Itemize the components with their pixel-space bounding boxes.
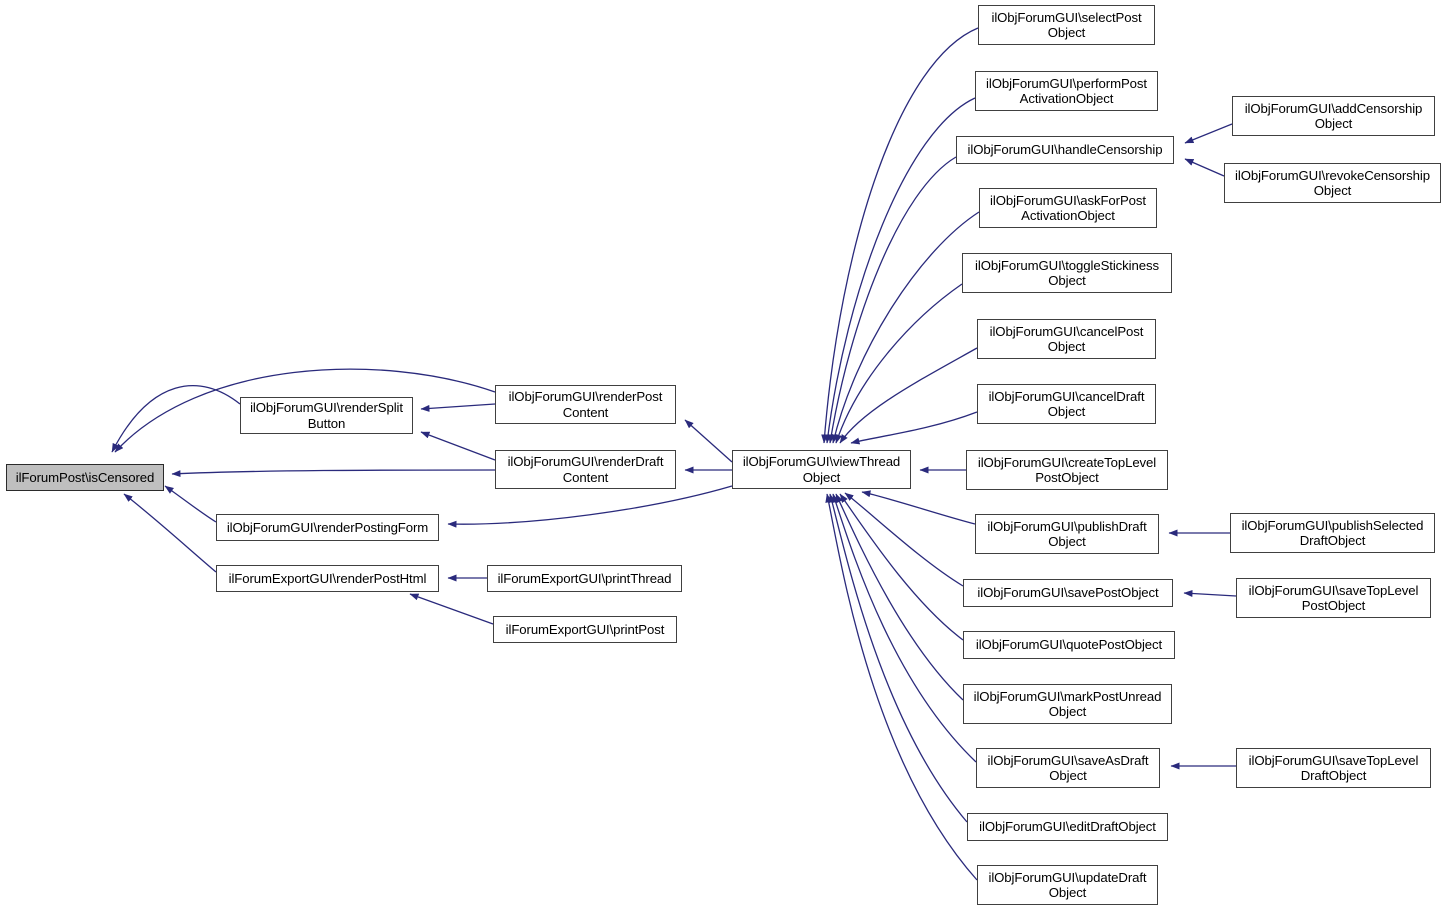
edge-editDraftObject-to-viewThreadObject — [828, 493, 968, 823]
node-viewThreadObject[interactable]: ilObjForumGUI\viewThread Object — [732, 450, 911, 489]
edge-savePostObject-to-viewThreadObject — [844, 492, 964, 587]
edge-viewThreadObject-to-renderPostingForm — [447, 485, 733, 528]
edge-cancelDraftObject-to-viewThreadObject — [850, 411, 978, 445]
node-label: ilObjForumGUI\publishSelected DraftObjec… — [1241, 517, 1424, 549]
node-publishSelectedDraft[interactable]: ilObjForumGUI\publishSelected DraftObjec… — [1230, 513, 1435, 553]
node-askForPostActivation[interactable]: ilObjForumGUI\askForPost ActivationObjec… — [979, 188, 1157, 228]
node-label: ilObjForumGUI\renderPostingForm — [226, 519, 429, 535]
edge-revokeCensorship-to-handleCensorship — [1184, 158, 1225, 177]
node-label: ilObjForumGUI\cancelPost Object — [989, 323, 1144, 355]
node-label: ilObjForumGUI\handleCensorship — [967, 142, 1163, 158]
node-label: ilObjForumGUI\toggleStickiness Object — [975, 257, 1159, 289]
node-label: ilObjForumGUI\revokeCensorship Object — [1235, 167, 1430, 199]
node-label: ilObjForumGUI\saveTopLevel DraftObject — [1248, 752, 1419, 784]
node-label: ilObjForumGUI\renderDraft Content — [507, 454, 664, 485]
node-label: ilForumExportGUI\printPost — [505, 621, 665, 637]
edge-handleCensorship-to-viewThreadObject — [827, 156, 957, 444]
edge-renderPostContent-to-isCensored — [114, 368, 496, 453]
node-label: ilObjForumGUI\addCensorship Object — [1244, 100, 1423, 132]
node-label: ilObjForumGUI\createTopLevel PostObject — [977, 454, 1157, 486]
node-saveTopLevelDraft[interactable]: ilObjForumGUI\saveTopLevel DraftObject — [1236, 748, 1431, 788]
node-quotePostObject[interactable]: ilObjForumGUI\quotePostObject — [963, 631, 1175, 659]
node-label: ilObjForumGUI\selectPost Object — [991, 9, 1142, 41]
edge-renderDraftContent-to-renderSplitButton — [420, 431, 496, 461]
node-publishDraftObject[interactable]: ilObjForumGUI\publishDraft Object — [975, 514, 1159, 554]
node-renderPostHtml[interactable]: ilForumExportGUI\renderPostHtml — [216, 565, 439, 592]
node-isCensored: ilForumPost\isCensored — [6, 464, 164, 491]
edge-selectPostObject-to-viewThreadObject — [821, 27, 979, 444]
node-label: ilObjForumGUI\viewThread Object — [742, 454, 901, 485]
node-saveTopLevelPost[interactable]: ilObjForumGUI\saveTopLevel PostObject — [1236, 578, 1431, 618]
node-printPost[interactable]: ilForumExportGUI\printPost — [493, 616, 677, 643]
edge-askForPostActivation-to-viewThreadObject — [831, 211, 980, 444]
node-printThread[interactable]: ilForumExportGUI\printThread — [487, 565, 682, 592]
node-label: ilObjForumGUI\savePostObject — [977, 585, 1159, 601]
edge-renderPostContent-to-renderSplitButton — [420, 403, 496, 412]
node-selectPostObject[interactable]: ilObjForumGUI\selectPost Object — [978, 5, 1155, 45]
node-label: ilObjForumGUI\markPostUnread Object — [973, 688, 1162, 720]
node-label: ilForumExportGUI\renderPostHtml — [228, 570, 427, 586]
node-renderSplitButton[interactable]: ilObjForumGUI\renderSplit Button — [240, 397, 413, 434]
edge-toggleStickiness-to-viewThreadObject — [835, 283, 963, 444]
node-updateDraftObject[interactable]: ilObjForumGUI\updateDraft Object — [977, 865, 1158, 905]
edge-updateDraftObject-to-viewThreadObject — [825, 493, 978, 881]
edge-renderPostingForm-to-isCensored — [164, 485, 217, 523]
node-editDraftObject[interactable]: ilObjForumGUI\editDraftObject — [967, 813, 1168, 841]
node-markPostUnread[interactable]: ilObjForumGUI\markPostUnread Object — [963, 684, 1172, 724]
node-label: ilObjForumGUI\updateDraft Object — [988, 869, 1147, 901]
edge-publishDraftObject-to-viewThreadObject — [861, 490, 976, 525]
edge-printPost-to-renderPostHtml — [409, 593, 494, 625]
node-revokeCensorship[interactable]: ilObjForumGUI\revokeCensorship Object — [1224, 163, 1441, 203]
edge-performPostActivation-to-viewThreadObject — [824, 97, 976, 444]
node-label: ilObjForumGUI\askForPost ActivationObjec… — [990, 192, 1146, 224]
edge-saveTopLevelPost-to-savePostObject — [1183, 589, 1237, 597]
node-addCensorship[interactable]: ilObjForumGUI\addCensorship Object — [1232, 96, 1435, 136]
node-toggleStickiness[interactable]: ilObjForumGUI\toggleStickiness Object — [962, 253, 1172, 293]
edge-cancelPostObject-to-viewThreadObject — [839, 347, 978, 444]
node-cancelPostObject[interactable]: ilObjForumGUI\cancelPost Object — [977, 319, 1156, 359]
node-label: ilForumPost\isCensored — [15, 469, 155, 485]
node-createTopLevelPost[interactable]: ilObjForumGUI\createTopLevel PostObject — [966, 450, 1168, 490]
edge-viewThreadObject-to-renderPostContent — [684, 419, 733, 463]
edge-quotePostObject-to-viewThreadObject — [839, 493, 964, 641]
node-label: ilObjForumGUI\performPost ActivationObje… — [986, 75, 1147, 107]
edge-addCensorship-to-handleCensorship — [1184, 123, 1233, 144]
node-label: ilObjForumGUI\editDraftObject — [979, 819, 1156, 835]
node-label: ilForumExportGUI\printThread — [497, 570, 672, 586]
node-label: ilObjForumGUI\cancelDraft Object — [988, 388, 1145, 420]
node-handleCensorship[interactable]: ilObjForumGUI\handleCensorship — [956, 136, 1174, 164]
node-label: ilObjForumGUI\saveAsDraft Object — [987, 752, 1149, 784]
edge-renderPostHtml-to-isCensored — [123, 493, 217, 573]
node-label: ilObjForumGUI\saveTopLevel PostObject — [1248, 582, 1419, 614]
edge-markPostUnread-to-viewThreadObject — [835, 493, 964, 701]
edge-saveAsDraftObject-to-viewThreadObject — [832, 493, 977, 763]
node-renderPostingForm[interactable]: ilObjForumGUI\renderPostingForm — [216, 514, 439, 541]
node-renderDraftContent[interactable]: ilObjForumGUI\renderDraft Content — [495, 450, 676, 489]
node-label: ilObjForumGUI\quotePostObject — [975, 637, 1163, 653]
edge-renderDraftContent-to-isCensored — [171, 469, 496, 478]
edge-renderSplitButton-to-isCensored — [111, 384, 241, 453]
node-saveAsDraftObject[interactable]: ilObjForumGUI\saveAsDraft Object — [976, 748, 1160, 788]
node-savePostObject[interactable]: ilObjForumGUI\savePostObject — [963, 579, 1173, 607]
node-renderPostContent[interactable]: ilObjForumGUI\renderPost Content — [495, 385, 676, 424]
node-cancelDraftObject[interactable]: ilObjForumGUI\cancelDraft Object — [977, 384, 1156, 424]
node-label: ilObjForumGUI\renderPost Content — [508, 389, 663, 420]
node-label: ilObjForumGUI\publishDraft Object — [987, 518, 1147, 550]
node-performPostActivation[interactable]: ilObjForumGUI\performPost ActivationObje… — [975, 71, 1158, 111]
node-label: ilObjForumGUI\renderSplit Button — [250, 400, 403, 431]
